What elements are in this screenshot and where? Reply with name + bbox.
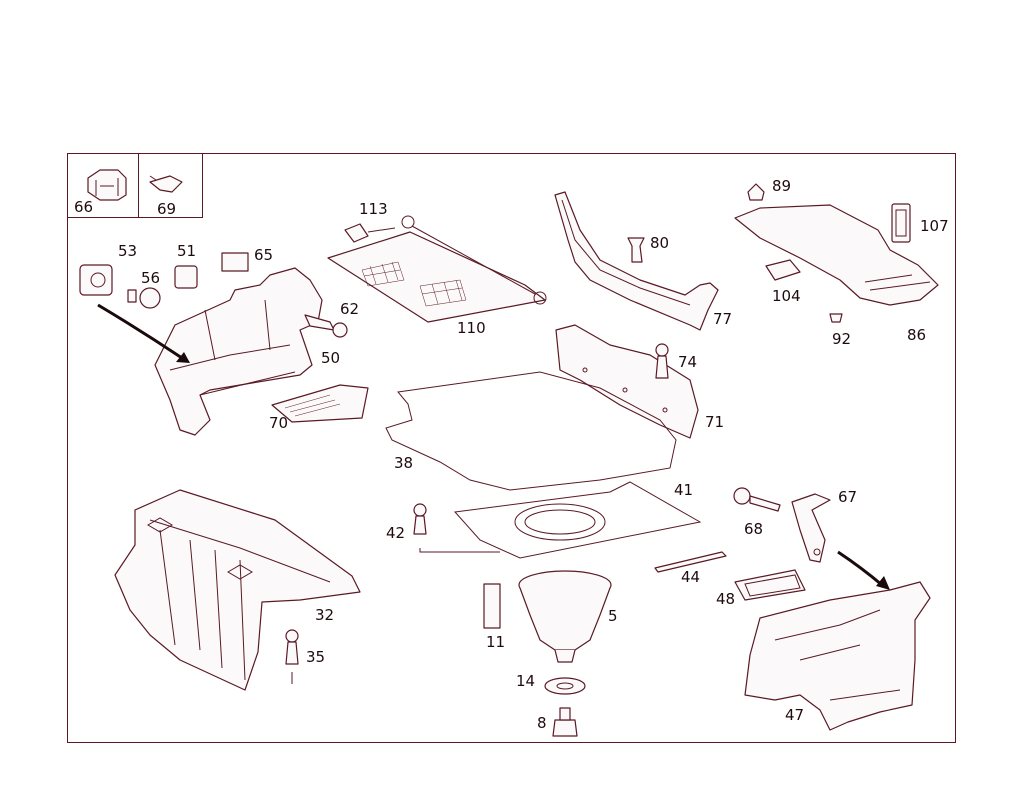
part-42-clip (413, 503, 427, 535)
part-80-clip (627, 237, 645, 263)
label-92: 92 (832, 330, 851, 348)
part-50-side-panel (154, 267, 323, 436)
label-71: 71 (705, 413, 724, 431)
label-51: 51 (177, 242, 196, 260)
label-62: 62 (340, 300, 359, 318)
label-70: 70 (269, 414, 288, 432)
arrow-53 (97, 303, 190, 363)
label-66: 66 (74, 198, 93, 216)
label-14: 14 (516, 672, 535, 690)
label-107: 107 (920, 217, 949, 235)
label-67: 67 (838, 488, 857, 506)
part-32-rear-shelf (114, 489, 361, 691)
part-44-strap (654, 551, 727, 573)
label-77: 77 (713, 310, 732, 328)
diagram-frame (67, 153, 956, 743)
part-35-clip (285, 629, 299, 665)
part-8-bolt (552, 707, 578, 737)
part-41-floor-insert (453, 481, 702, 559)
label-42: 42 (386, 524, 405, 542)
label-47: 47 (785, 706, 804, 724)
part-74-clip (655, 343, 669, 379)
label-8: 8 (537, 714, 547, 732)
part-56-fastener (127, 287, 161, 309)
inset-box-66 (67, 153, 139, 218)
part-65-label (221, 252, 249, 272)
label-32: 32 (315, 606, 334, 624)
label-89: 89 (772, 177, 791, 195)
label-53: 53 (118, 242, 137, 260)
part-5-spare-well (518, 570, 612, 663)
label-110: 110 (457, 319, 486, 337)
part-77-sill-trim (554, 191, 719, 331)
part-48-cover (734, 569, 806, 601)
part-11-pad (483, 583, 501, 629)
part-51-cap (174, 265, 198, 289)
part-53-cover (79, 264, 113, 296)
label-104: 104 (772, 287, 801, 305)
part-104-cover (765, 259, 801, 281)
part-70-grille (271, 384, 369, 423)
label-50: 50 (321, 349, 340, 367)
label-44: 44 (681, 568, 700, 586)
label-74: 74 (678, 353, 697, 371)
part-69-clip (149, 175, 183, 193)
part-113-hook (344, 223, 396, 243)
part-62-bolt (304, 314, 348, 338)
label-65: 65 (254, 246, 273, 264)
part-68-fastener (733, 487, 781, 512)
label-56: 56 (141, 269, 160, 287)
label-41: 41 (674, 481, 693, 499)
part-38-floor-mat (385, 371, 677, 491)
part-107-bracket (891, 203, 911, 243)
part-89-clip (747, 183, 765, 201)
label-5: 5 (608, 607, 618, 625)
part-110-net (327, 215, 547, 323)
label-68: 68 (744, 520, 763, 538)
label-38: 38 (394, 454, 413, 472)
label-80: 80 (650, 234, 669, 252)
part-86-trim-panel (734, 204, 939, 306)
label-113: 113 (359, 200, 388, 218)
part-47-side-lining (744, 581, 931, 731)
label-69: 69 (157, 200, 176, 218)
label-11: 11 (486, 633, 505, 651)
label-48: 48 (716, 590, 735, 608)
part-66-clip (87, 169, 127, 201)
part-71-panel-strip (555, 324, 699, 439)
arrow-67 (837, 550, 890, 590)
part-67-bracket (791, 493, 831, 563)
label-35: 35 (306, 648, 325, 666)
part-92-screw (829, 313, 843, 323)
label-86: 86 (907, 326, 926, 344)
inset-box-69 (139, 153, 203, 218)
part-14-washer (544, 677, 586, 695)
leader-42 (419, 548, 500, 553)
